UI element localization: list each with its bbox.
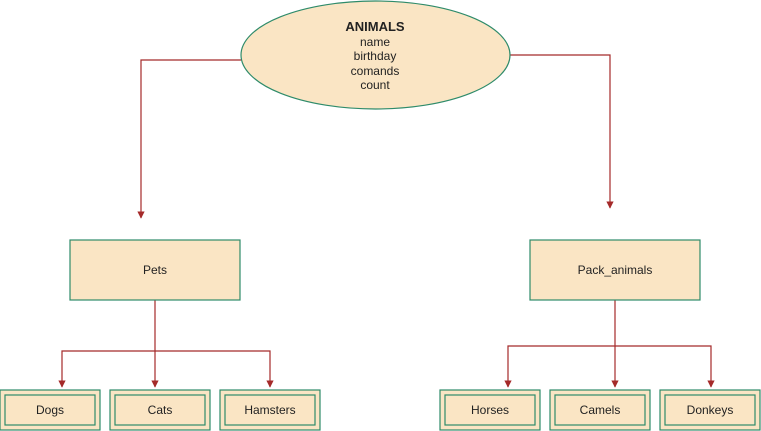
- leaf-outer-box: [219, 389, 321, 431]
- group-box: [529, 239, 701, 301]
- root-attribute: birthday: [354, 49, 397, 63]
- connector-pets-to-dogs: [58, 300, 156, 388]
- leaf-outer-box: [549, 389, 651, 431]
- connector-pets-to-hamsters: [155, 350, 274, 388]
- connector-root-to-pack-animals: [510, 54, 614, 209]
- leaf-outer-box: [439, 389, 541, 431]
- leaf-inner-box: [444, 394, 536, 426]
- root-attribute: comands: [351, 64, 400, 78]
- leaf-label: Dogs: [36, 403, 64, 417]
- connector-root-to-pets: [137, 59, 241, 219]
- group-node-pack-animals: Pack_animals: [529, 239, 701, 301]
- group-label: Pack_animals: [578, 263, 653, 277]
- leaf-label: Cats: [148, 403, 173, 417]
- leaf-inner-box: [114, 394, 206, 426]
- group-label: Pets: [143, 263, 167, 277]
- root-attribute: name: [360, 35, 390, 49]
- leaf-outer-box: [659, 389, 761, 431]
- leaf-inner-box: [664, 394, 756, 426]
- leaf-node-horses: Horses: [439, 389, 541, 431]
- leaf-inner-box: [224, 394, 316, 426]
- leaf-node-dogs: Dogs: [0, 389, 101, 431]
- leaf-label: Camels: [580, 403, 621, 417]
- leaf-node-cats: Cats: [109, 389, 211, 431]
- leaf-label: Donkeys: [687, 403, 734, 417]
- root-ellipse: [240, 0, 511, 110]
- leaf-inner-box: [4, 394, 96, 426]
- leaf-label: Horses: [471, 403, 509, 417]
- root-title: ANIMALS: [345, 19, 405, 34]
- root-node: ANIMALS name birthday comands count: [240, 0, 511, 110]
- leaf-node-donkeys: Donkeys: [659, 389, 761, 431]
- group-box: [69, 239, 241, 301]
- connector-pack-to-horses: [504, 300, 616, 388]
- leaf-node-hamsters: Hamsters: [219, 389, 321, 431]
- group-node-pets: Pets: [69, 239, 241, 301]
- leaf-outer-box: [0, 389, 101, 431]
- leaf-node-camels: Camels: [549, 389, 651, 431]
- leaf-label: Hamsters: [244, 403, 295, 417]
- leaf-inner-box: [554, 394, 646, 426]
- leaf-outer-box: [109, 389, 211, 431]
- connectors: [58, 54, 715, 388]
- connector-pack-to-donkeys: [615, 345, 715, 388]
- root-attribute: count: [360, 78, 390, 92]
